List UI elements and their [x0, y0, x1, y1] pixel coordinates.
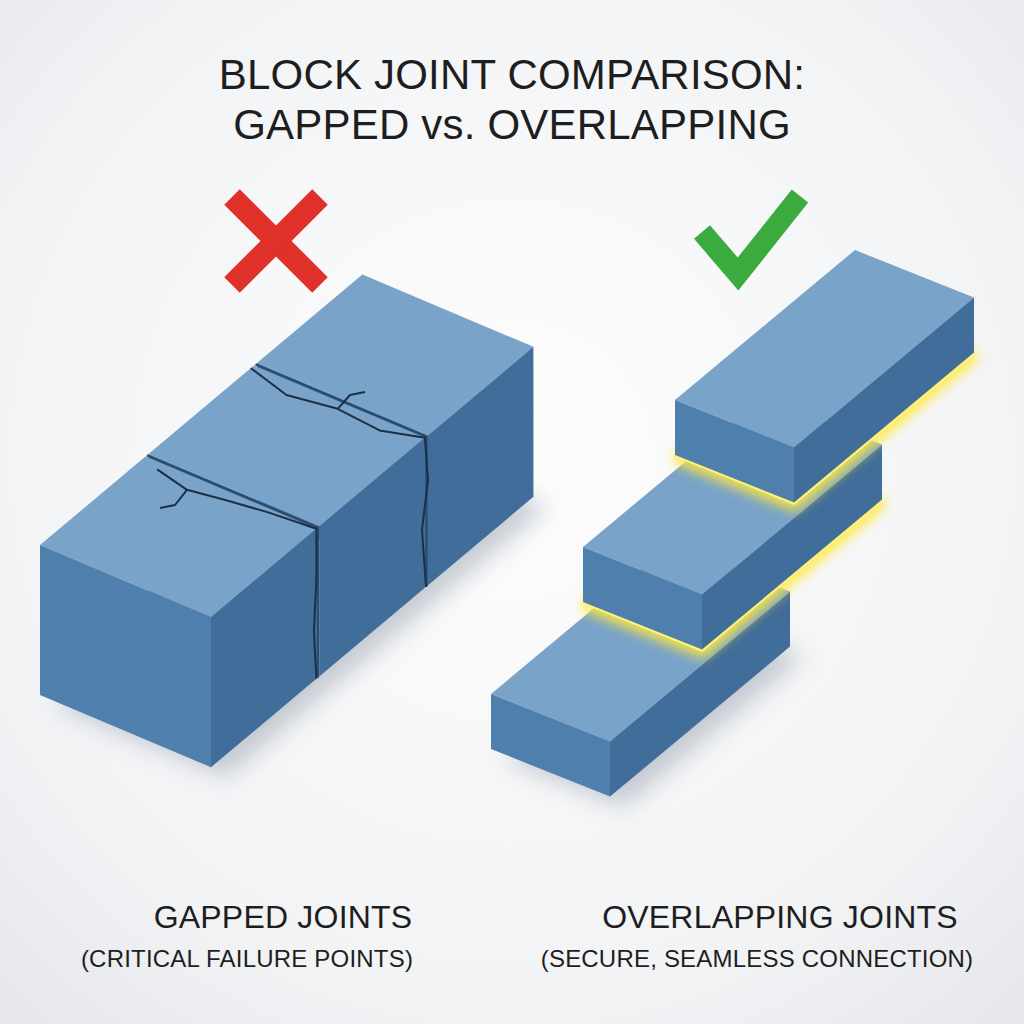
block-side [211, 529, 316, 767]
check-mark [702, 196, 800, 274]
cracks [157, 368, 428, 679]
crack [338, 392, 365, 409]
label-slot: (CRITICAL FAILURE POINTS) [81, 944, 413, 973]
section-label: GAPPED JOINTS [154, 898, 413, 936]
label-slot: BLOCK JOINT COMPARISON: GAPPED vs. OVERL… [162, 50, 862, 150]
crack [160, 490, 187, 508]
slab-end [675, 400, 794, 503]
cross-stroke [232, 197, 320, 285]
slab-side [794, 298, 974, 503]
block-side [428, 347, 533, 585]
section-label: OVERLAPPING JOINTS [602, 898, 958, 936]
crack [251, 368, 428, 587]
joint-gap [147, 455, 318, 677]
crack [157, 469, 316, 678]
label-slot: GAPPED JOINTS [154, 898, 413, 936]
block-side [320, 438, 425, 676]
title: BLOCK JOINT COMPARISON: GAPPED vs. OVERL… [162, 50, 862, 150]
label-slot: OVERLAPPING JOINTS [602, 898, 958, 936]
caption-note: (SECURE, SEAMLESS CONNECTION) [541, 944, 974, 973]
block [40, 457, 316, 768]
slab [675, 250, 974, 503]
gapped-blocks [40, 275, 548, 777]
slab-end [583, 547, 702, 650]
label-slot: (SECURE, SEAMLESS CONNECTION) [541, 944, 974, 973]
wrong-mark [232, 197, 320, 285]
caption-note: (CRITICAL FAILURE POINTS) [81, 944, 413, 973]
block-end [40, 545, 211, 767]
slab-end [491, 694, 610, 797]
cross-stroke [232, 197, 320, 285]
overlapping-slabs [491, 250, 974, 807]
